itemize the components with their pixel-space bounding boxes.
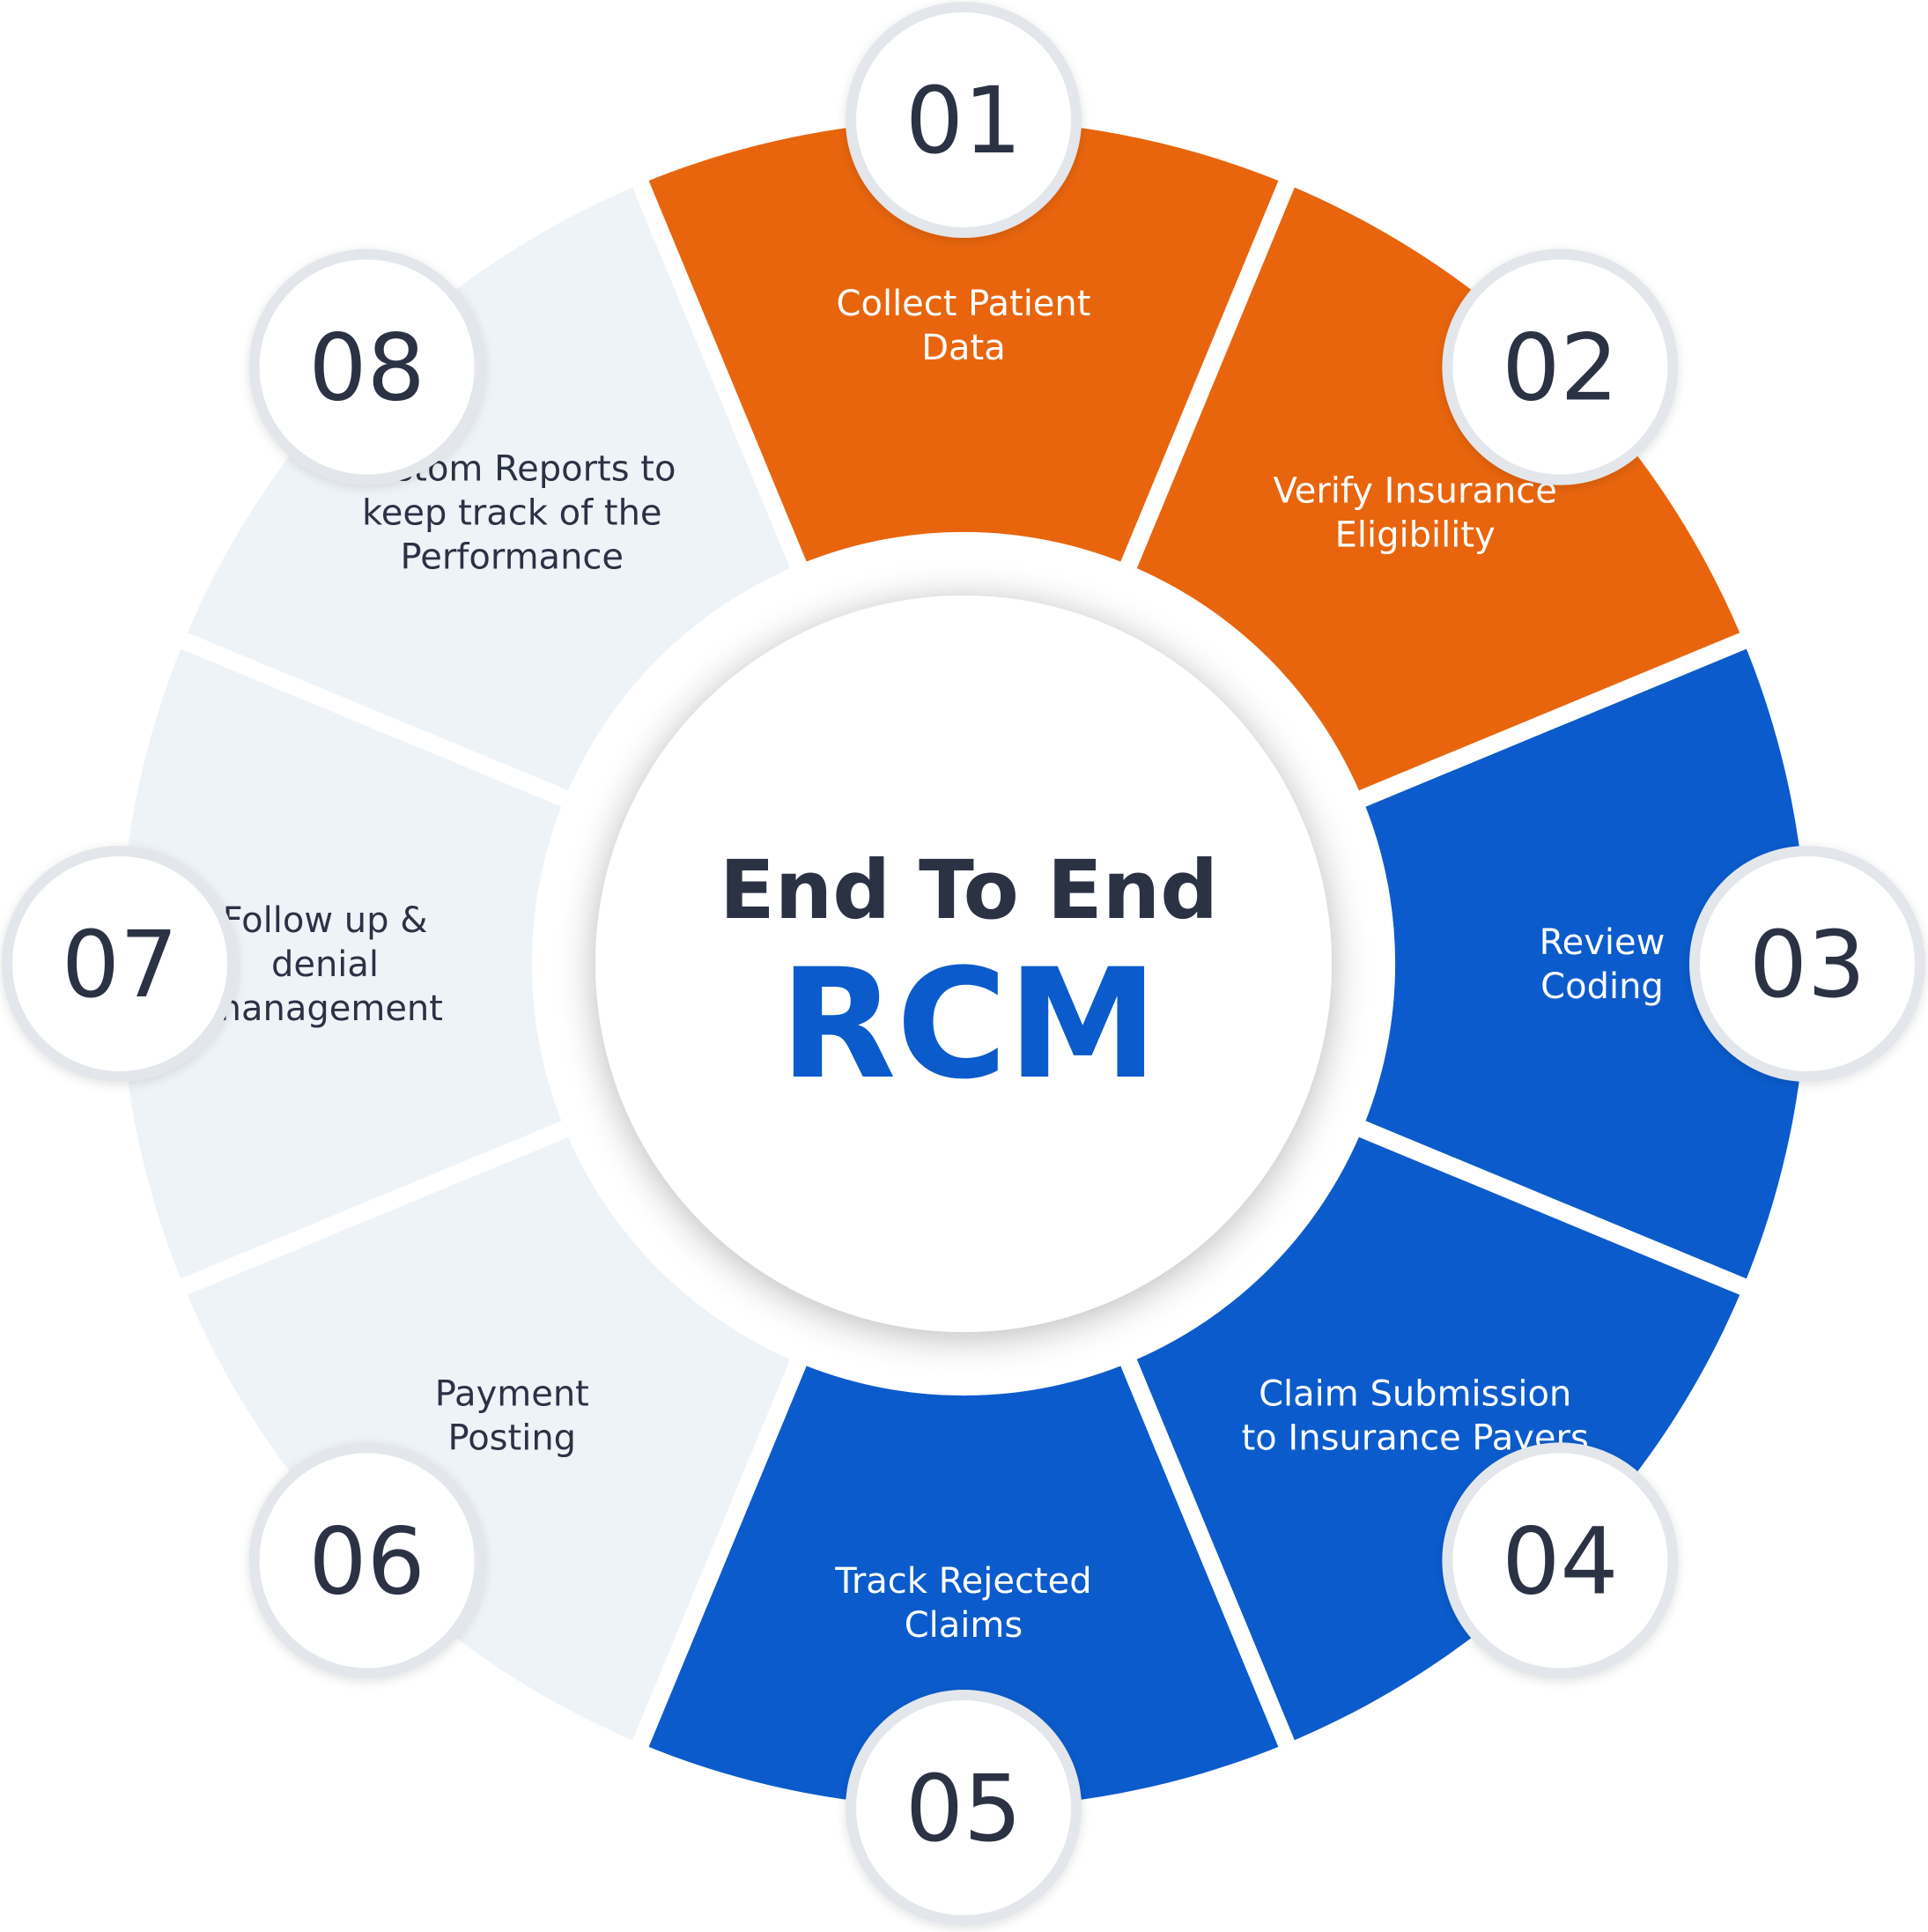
step-label-line: Track Rejected xyxy=(834,1561,1091,1602)
step-label-line: Eligibility xyxy=(1335,514,1496,555)
step-badge-08: 08 xyxy=(248,248,485,485)
step-badge-circle xyxy=(248,1442,485,1679)
center-title-line1: End To End xyxy=(720,843,1218,937)
step-badge-circle xyxy=(846,2,1082,238)
step-badge-circle xyxy=(1442,1442,1679,1679)
step-badge-circle xyxy=(846,1690,1082,1926)
step-label-line: Verify Insurance xyxy=(1273,470,1556,511)
segment-step-06 xyxy=(187,1136,791,1741)
segment-step-01 xyxy=(648,119,1279,562)
step-label-line: Payment xyxy=(435,1374,589,1415)
step-label-line: Coding xyxy=(1540,966,1664,1007)
step-badge-02: 02 xyxy=(1442,248,1679,485)
step-badge-circle xyxy=(2,846,238,1082)
step-badge-01: 01 xyxy=(846,2,1082,238)
step-label-line: denial xyxy=(271,944,379,985)
step-label-line: Follow up & xyxy=(223,900,428,941)
step-label-line: Data xyxy=(921,328,1006,368)
segment-step-05 xyxy=(648,1366,1279,1809)
segment-step-07 xyxy=(119,648,562,1279)
step-badge-06: 06 xyxy=(248,1442,485,1679)
step-badge-circle xyxy=(1442,248,1679,485)
step-number-08: 08 xyxy=(308,315,425,422)
center-disc xyxy=(595,596,1332,1332)
step-label-line: Review xyxy=(1540,922,1666,963)
step-number-06: 06 xyxy=(308,1507,425,1615)
step-badge-05: 05 xyxy=(846,1690,1082,1926)
step-badge-circle xyxy=(248,248,485,485)
step-badge-circle xyxy=(1689,846,1925,1082)
center-title-line2: RCM xyxy=(779,936,1158,1113)
step-label-line: Collect Patient xyxy=(837,284,1091,324)
segment-step-03 xyxy=(1365,648,1808,1279)
step-label-line: management xyxy=(207,988,443,1029)
step-number-04: 04 xyxy=(1502,1507,1618,1615)
segment-step-02 xyxy=(1136,187,1740,791)
step-number-01: 01 xyxy=(905,67,1022,174)
step-number-07: 07 xyxy=(62,911,178,1018)
step-badge-04: 04 xyxy=(1442,1442,1679,1679)
step-number-02: 02 xyxy=(1502,315,1618,422)
step-label-line: Posting xyxy=(448,1418,577,1459)
step-number-05: 05 xyxy=(905,1755,1022,1862)
step-label-line: Claim Submission xyxy=(1259,1374,1571,1415)
segment-step-04 xyxy=(1136,1136,1740,1741)
step-label-line: Performance xyxy=(401,537,624,577)
step-label-line: keep track of the xyxy=(362,492,662,533)
step-badge-07: 07 xyxy=(2,846,238,1082)
step-number-03: 03 xyxy=(1749,911,1865,1018)
step-badge-03: 03 xyxy=(1689,846,1925,1082)
segment-step-08 xyxy=(187,187,791,791)
segments-layer xyxy=(119,119,1808,1809)
step-label-line: Claims xyxy=(905,1605,1023,1646)
